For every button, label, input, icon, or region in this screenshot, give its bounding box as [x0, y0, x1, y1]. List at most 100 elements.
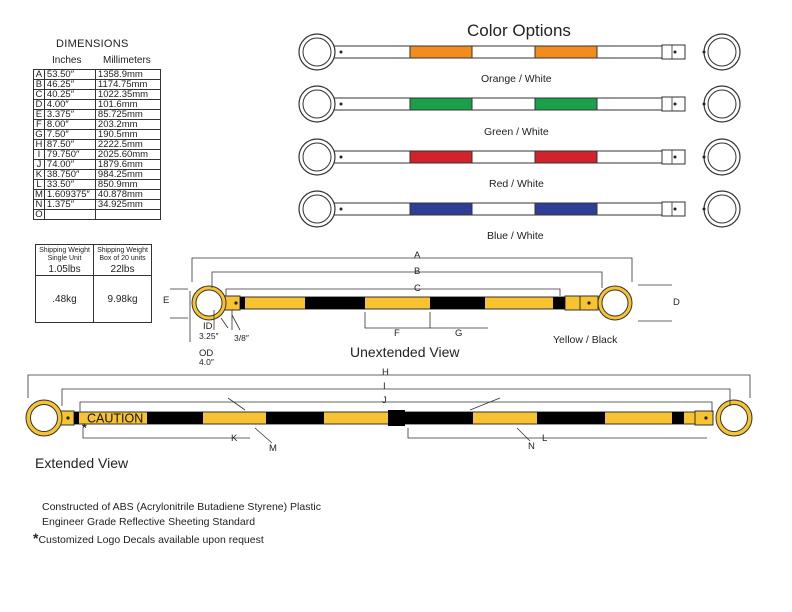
single-unit-cell: Shipping Weight Single Unit 1.05lbs	[35, 244, 94, 276]
bar-tube	[329, 97, 683, 111]
right-ring-inner	[720, 404, 748, 432]
dimension-row-o: O	[33, 209, 161, 220]
logo-note-row: *Customized Logo Decals available upon r…	[33, 530, 264, 546]
asterisk-mark: *	[33, 530, 39, 546]
extended-dimension-lines	[27, 374, 751, 444]
od-value: 4.0″	[199, 357, 214, 367]
rivet	[702, 207, 706, 211]
dim-label-c: C	[414, 283, 421, 294]
left-ring-outer	[298, 190, 336, 228]
color-bar-blue	[298, 190, 741, 228]
dim-label-g: G	[455, 328, 462, 339]
rivet	[339, 102, 343, 106]
right-ring-outer	[703, 190, 741, 228]
left-ring-inner	[30, 404, 58, 432]
dimensions-title: DIMENSIONS	[56, 38, 129, 50]
bar-stripe	[409, 150, 473, 164]
right-ring-inner	[707, 89, 737, 119]
bar-stripe	[534, 45, 598, 59]
left-ring-inner	[195, 289, 223, 317]
bar-tube	[329, 150, 683, 164]
id-value: 3.25″	[199, 331, 219, 341]
unextended-dimension-lines	[170, 257, 672, 342]
rivet	[339, 50, 343, 54]
bar-stripe	[409, 45, 473, 59]
red-white-caption: Red / White	[489, 178, 544, 190]
box-heading: Shipping Weight Box of 20 units	[97, 247, 148, 262]
bar-tube	[329, 202, 683, 216]
box-lbs: 22lbs	[110, 264, 135, 275]
rivet	[673, 207, 677, 211]
dim-label-b: B	[414, 266, 420, 277]
right-collar	[564, 295, 581, 311]
color-bar-orange	[298, 33, 741, 71]
black-band	[266, 412, 324, 424]
box-kg: 9.98kg	[93, 275, 152, 323]
rivet	[339, 207, 343, 211]
rivet	[702, 102, 706, 106]
black-band	[430, 297, 485, 309]
single-unit-heading: Shipping Weight Single Unit	[39, 247, 90, 262]
black-band	[672, 412, 684, 424]
caution-decal: CAUTION	[87, 412, 143, 426]
color-bar-green	[298, 85, 741, 123]
left-ring-outer	[298, 33, 336, 71]
dim-label-e: E	[163, 295, 169, 306]
unextended-barrier	[191, 285, 633, 321]
unextended-view-title: Unextended View	[350, 344, 460, 360]
color-bar-red	[298, 138, 741, 176]
black-band	[147, 412, 203, 424]
extended-view-title: Extended View	[35, 455, 129, 471]
rivet	[673, 50, 677, 54]
bar-stripe	[409, 97, 473, 111]
color-options-title: Color Options	[467, 21, 571, 40]
right-ring-outer	[703, 33, 741, 71]
rivet	[704, 416, 708, 420]
shipping-weight-table: Shipping Weight Single Unit 1.05lbs Ship…	[35, 244, 152, 323]
orange-white-caption: Orange / White	[481, 73, 552, 85]
dim-label-n: N	[528, 441, 535, 452]
right-end-cap	[694, 410, 714, 426]
rivet	[339, 155, 343, 159]
yellow-black-caption: Yellow / Black	[553, 334, 618, 346]
black-band	[537, 412, 605, 424]
dim-label-j: J	[382, 395, 387, 406]
joint-sleeve	[388, 410, 405, 426]
bar-stripe	[534, 150, 598, 164]
rivet	[673, 155, 677, 159]
right-ring-inner	[707, 142, 737, 172]
left-ring-inner	[302, 142, 332, 172]
dimension-mm	[94, 209, 161, 220]
green-white-caption: Green / White	[484, 126, 549, 138]
extended-barrier: CAUTION	[25, 399, 753, 437]
black-band	[240, 297, 245, 309]
rivet	[234, 301, 238, 305]
left-ring-inner	[302, 37, 332, 67]
black-band	[305, 297, 365, 309]
sheeting-note: Engineer Grade Reflective Sheeting Stand…	[42, 516, 256, 528]
single-unit-lbs: 1.05lbs	[48, 264, 81, 275]
dim-label-f: F	[394, 328, 400, 339]
left-ring-inner	[302, 89, 332, 119]
black-band	[74, 412, 79, 424]
dim-label-d: D	[673, 297, 680, 308]
inches-header: Inches	[52, 55, 82, 66]
id-label: ID	[203, 321, 213, 332]
dim-label-h: H	[382, 367, 389, 378]
right-ring-inner	[707, 194, 737, 224]
right-ring-outer	[703, 85, 741, 123]
decal-asterisk: *	[82, 421, 87, 435]
dim-label-i: I	[383, 381, 386, 392]
right-ring-inner	[707, 37, 737, 67]
od-label: OD	[199, 348, 213, 359]
bar-tube	[329, 45, 683, 59]
fraction-label: 3/8″	[234, 333, 249, 343]
dim-label-k: K	[231, 433, 238, 444]
rivet	[702, 155, 706, 159]
rivet	[66, 416, 70, 420]
dim-label-m: M	[269, 443, 277, 454]
millimeters-header: Millimeters	[103, 55, 151, 66]
